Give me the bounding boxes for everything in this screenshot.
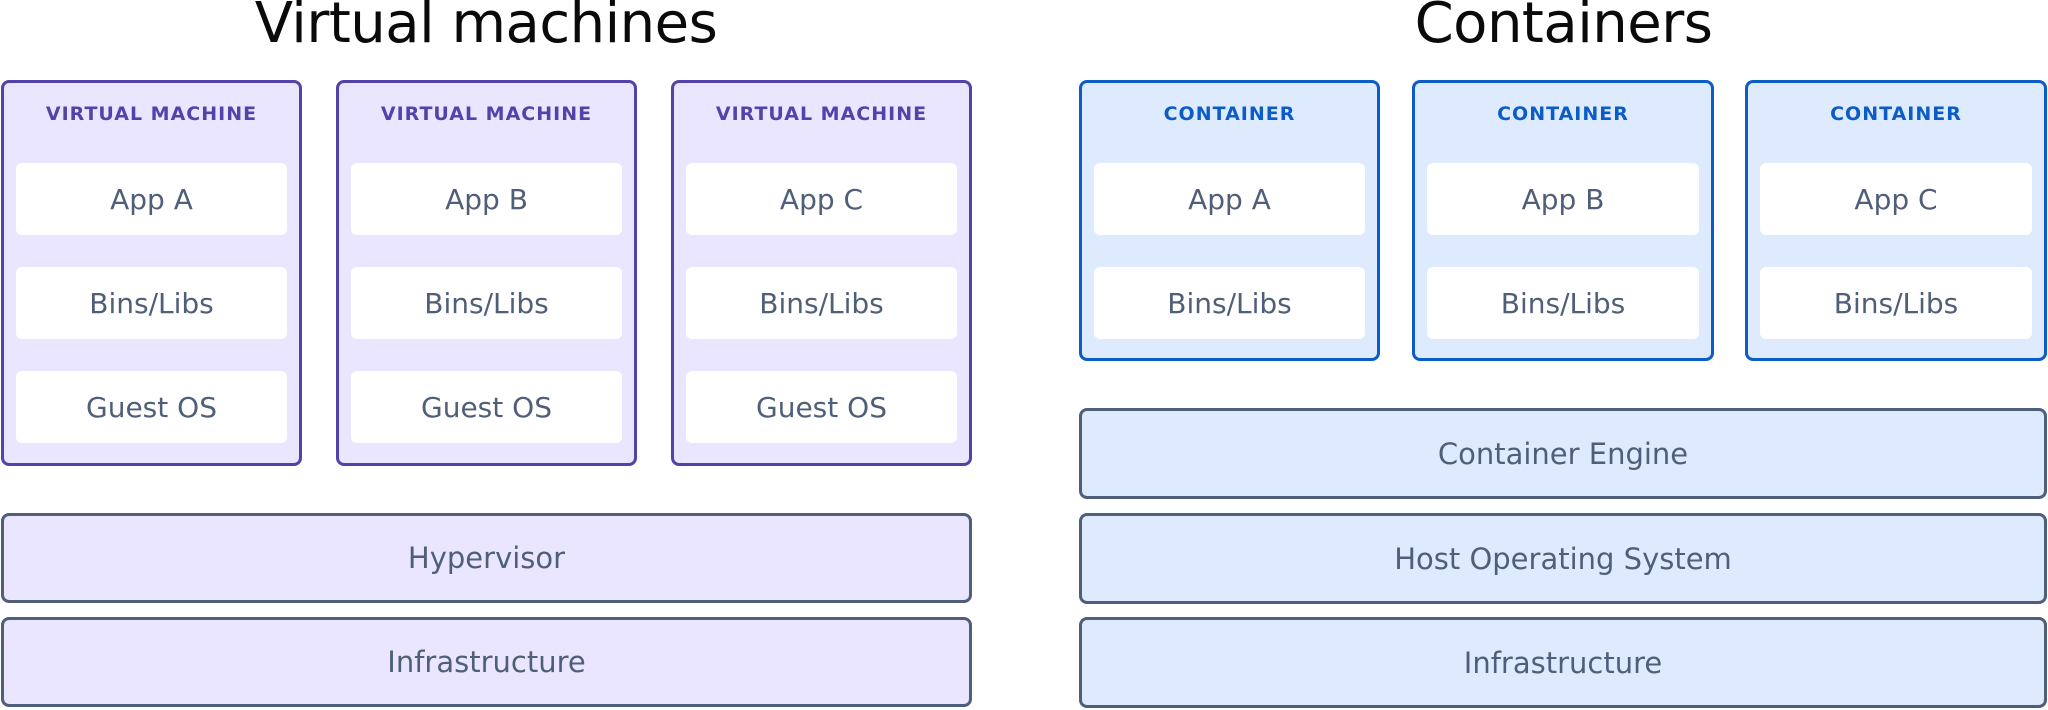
host-operating-system-layer: Host Operating System <box>1079 513 2047 604</box>
bins-libs-slot: Bins/Libs <box>1427 267 1699 339</box>
virtual-machine-card-a: VIRTUAL MACHINE App A Bins/Libs Guest OS <box>1 80 302 466</box>
virtual-machine-card-b: VIRTUAL MACHINE App B Bins/Libs Guest OS <box>336 80 637 466</box>
app-slot: App C <box>1760 163 2032 235</box>
container-infrastructure-layer: Infrastructure <box>1079 617 2047 708</box>
guest-os-slot: Guest OS <box>686 371 957 443</box>
hypervisor-layer: Hypervisor <box>1 513 972 603</box>
bins-libs-slot: Bins/Libs <box>1760 267 2032 339</box>
container-card-b: CONTAINER App B Bins/Libs <box>1412 80 1714 361</box>
vm-infrastructure-layer: Infrastructure <box>1 617 972 707</box>
container-header: CONTAINER <box>1163 103 1296 125</box>
virtual-machine-header: VIRTUAL MACHINE <box>715 103 928 125</box>
app-slot: App C <box>686 163 957 235</box>
container-card-a: CONTAINER App A Bins/Libs <box>1079 80 1380 361</box>
containers-title: Containers <box>1414 0 1713 56</box>
container-header: CONTAINER <box>1497 103 1629 125</box>
container-header: CONTAINER <box>1830 103 1962 125</box>
virtual-machine-header: VIRTUAL MACHINE <box>45 103 258 125</box>
app-slot: App B <box>1427 163 1699 235</box>
container-engine-layer: Container Engine <box>1079 408 2047 499</box>
bins-libs-slot: Bins/Libs <box>16 267 287 339</box>
virtual-machine-header: VIRTUAL MACHINE <box>380 103 593 125</box>
vm-title: Virtual machines <box>254 0 718 56</box>
virtual-machine-card-c: VIRTUAL MACHINE App C Bins/Libs Guest OS <box>671 80 972 466</box>
bins-libs-slot: Bins/Libs <box>351 267 622 339</box>
container-card-c: CONTAINER App C Bins/Libs <box>1745 80 2047 361</box>
guest-os-slot: Guest OS <box>16 371 287 443</box>
guest-os-slot: Guest OS <box>351 371 622 443</box>
app-slot: App A <box>1094 163 1365 235</box>
bins-libs-slot: Bins/Libs <box>686 267 957 339</box>
app-slot: App A <box>16 163 287 235</box>
app-slot: App B <box>351 163 622 235</box>
bins-libs-slot: Bins/Libs <box>1094 267 1365 339</box>
